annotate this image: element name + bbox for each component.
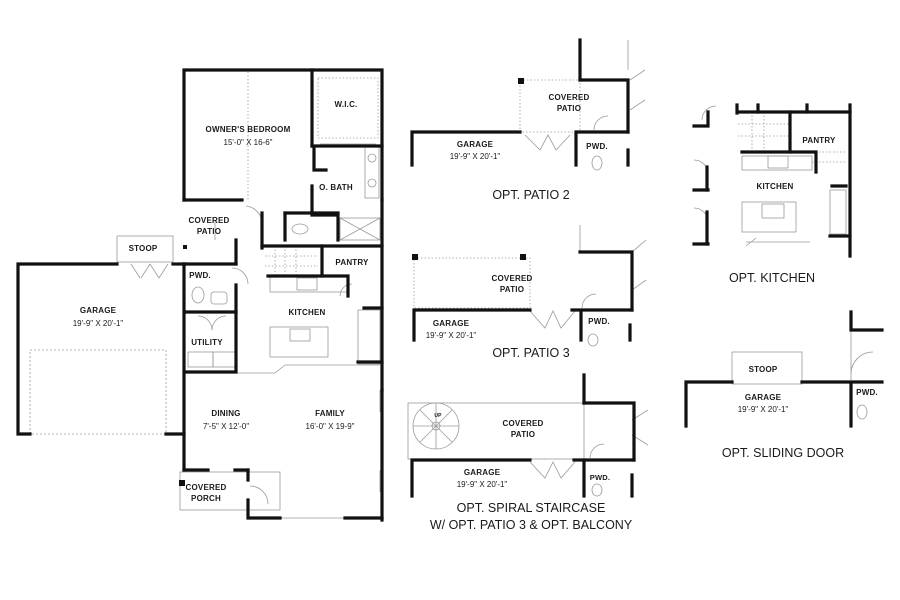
- room-dims-family: 16'-0" X 19-9": [305, 422, 355, 431]
- patio2-garage: GARAGE: [456, 140, 494, 149]
- room-label-covered-porch-1: COVERED: [185, 483, 227, 492]
- patio3-covered-patio-1: COVERED: [491, 274, 533, 283]
- optkitchen-pantry: PANTRY: [802, 136, 836, 145]
- optkitchen-kitchen: KITCHEN: [756, 182, 794, 191]
- room-label-kitchen: KITCHEN: [288, 308, 326, 317]
- room-label-pantry: PANTRY: [335, 258, 369, 267]
- room-label-stoop: STOOP: [128, 244, 158, 253]
- room-label-utility: UTILITY: [191, 338, 223, 347]
- spiral-covered-patio-2: PATIO: [510, 430, 536, 439]
- sliding-garage: GARAGE: [744, 393, 782, 402]
- sliding-pwd: PWD.: [856, 388, 878, 397]
- patio3-pwd: PWD.: [588, 317, 610, 326]
- spiral-pwd: PWD.: [589, 473, 611, 482]
- spiral-garage: GARAGE: [463, 468, 501, 477]
- garage-parking-outline: [29, 349, 167, 435]
- patio2-covered-patio-1: COVERED: [548, 93, 590, 102]
- room-label-owners-bedroom: OWNER'S BEDROOM: [205, 125, 291, 134]
- patio2-garage-dims: 19'-9" X 20'-1": [449, 152, 501, 161]
- patio3-garage: GARAGE: [432, 319, 470, 328]
- caption-opt-spiral-1: OPT. SPIRAL STAIRCASE: [456, 501, 606, 515]
- patio2-covered-patio-2: PATIO: [556, 104, 582, 113]
- room-label-covered-porch-2: PORCH: [191, 494, 221, 503]
- room-label-covered-patio-2: PATIO: [196, 227, 222, 236]
- caption-opt-patio-2: OPT. PATIO 2: [492, 188, 570, 202]
- patio2-pwd: PWD.: [586, 142, 608, 151]
- patio3-covered-patio-2: PATIO: [499, 285, 525, 294]
- spiral-garage-dims: 19'-9" X 20'-1": [456, 480, 508, 489]
- spiral-stair-up: UP: [434, 413, 442, 419]
- room-label-wic: W.I.C.: [334, 100, 358, 109]
- patio3-garage-dims: 19'-9" X 20'-1": [425, 331, 477, 340]
- room-dims-dining: 7'-5" X 12'-0": [202, 422, 250, 431]
- sliding-stoop: STOOP: [748, 365, 778, 374]
- caption-opt-patio-3: OPT. PATIO 3: [492, 346, 570, 360]
- caption-opt-kitchen: OPT. KITCHEN: [728, 271, 816, 285]
- room-label-pwd: PWD.: [189, 271, 211, 280]
- sliding-garage-dims: 19'-9" X 20'-1": [737, 405, 789, 414]
- room-dims-garage: 19'-9" X 20'-1": [72, 319, 124, 328]
- stoop-outline: [116, 235, 174, 263]
- room-label-family: FAMILY: [315, 409, 345, 418]
- room-label-o-bath: O. BATH: [319, 183, 353, 192]
- room-dims-owners-bedroom: 15'-0" X 16-6": [223, 138, 273, 147]
- room-label-garage: GARAGE: [79, 306, 117, 315]
- caption-opt-sliding-door: OPT. SLIDING DOOR: [721, 446, 845, 460]
- spiral-covered-patio-1: COVERED: [502, 419, 544, 428]
- room-label-covered-patio-1: COVERED: [188, 216, 230, 225]
- room-label-dining: DINING: [211, 409, 241, 418]
- caption-opt-spiral-2: W/ OPT. PATIO 3 & OPT. BALCONY: [429, 518, 633, 532]
